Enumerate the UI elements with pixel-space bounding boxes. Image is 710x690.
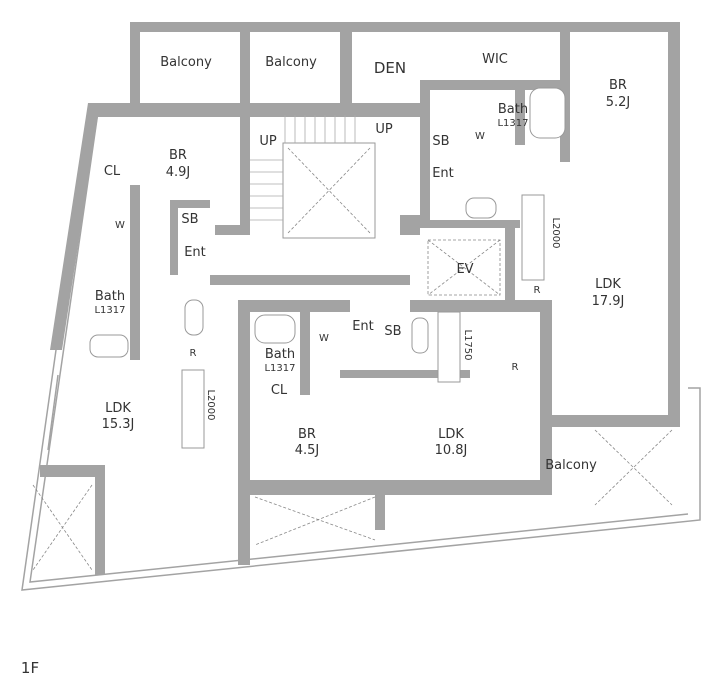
stair	[250, 115, 376, 239]
elevator-shaft	[427, 239, 501, 296]
ldk-s-name: LDK	[438, 427, 464, 442]
ldk-s-size: 10.8J	[435, 443, 468, 458]
kitchen-e-length: L2000	[550, 217, 561, 248]
balcony-se-label: Balcony	[545, 458, 597, 473]
walls	[40, 22, 680, 575]
r-e-label: R	[534, 285, 541, 296]
ent-nw-label: Ent	[184, 245, 206, 260]
ev-label: EV	[456, 262, 473, 277]
windows	[47, 26, 673, 488]
br-nw-name: BR	[169, 148, 187, 163]
r-w-label: R	[190, 348, 197, 359]
cl-nw-label: CL	[104, 164, 121, 179]
fixtures	[89, 87, 566, 449]
bath-s-name: Bath	[265, 347, 295, 362]
br-ne-name: BR	[609, 78, 627, 93]
cl-s-label: CL	[271, 383, 288, 398]
ldk-w-name: LDK	[105, 401, 131, 416]
bath-w-size: L1317	[94, 305, 125, 316]
wic-label: WIC	[482, 52, 508, 67]
w-s-label: W	[319, 333, 329, 344]
sb-nw-label: SB	[181, 212, 198, 227]
room-labels: Balcony Balcony DEN WIC BR 5.2J Bath L13…	[94, 52, 630, 473]
ent-s-label: Ent	[352, 319, 374, 334]
den-label: DEN	[374, 59, 406, 77]
stair-up-1-label: UP	[259, 134, 277, 149]
ldk-e-name: LDK	[595, 277, 621, 292]
balcony-nw2-label: Balcony	[265, 55, 317, 70]
bath-w-name: Bath	[95, 289, 125, 304]
bath-s-size: L1317	[264, 363, 295, 374]
floor-label: 1F	[21, 659, 39, 677]
w-nw-label: W	[115, 220, 125, 231]
ent-ne-label: Ent	[432, 166, 454, 181]
bath-ne-name: Bath	[498, 102, 528, 117]
ldk-e-size: 17.9J	[592, 294, 625, 309]
sb-s-label: SB	[384, 324, 401, 339]
outer-railing	[21, 109, 701, 591]
br-ne-size: 5.2J	[606, 95, 631, 110]
kitchen-w-length: L2000	[205, 389, 216, 420]
br-s-size: 4.5J	[295, 443, 320, 458]
sb-ne-label: SB	[432, 134, 449, 149]
balcony-nw1-label: Balcony	[160, 55, 212, 70]
r-s-label: R	[512, 362, 519, 373]
stair-up-2-label: UP	[375, 122, 393, 137]
w-ne-label: W	[475, 131, 485, 142]
ldk-w-size: 15.3J	[102, 417, 135, 432]
kitchen-s-length: L1750	[462, 329, 473, 360]
balcony-voids	[32, 429, 673, 571]
br-nw-size: 4.9J	[166, 165, 191, 180]
bath-ne-size: L1317	[497, 118, 528, 129]
br-s-name: BR	[298, 427, 316, 442]
